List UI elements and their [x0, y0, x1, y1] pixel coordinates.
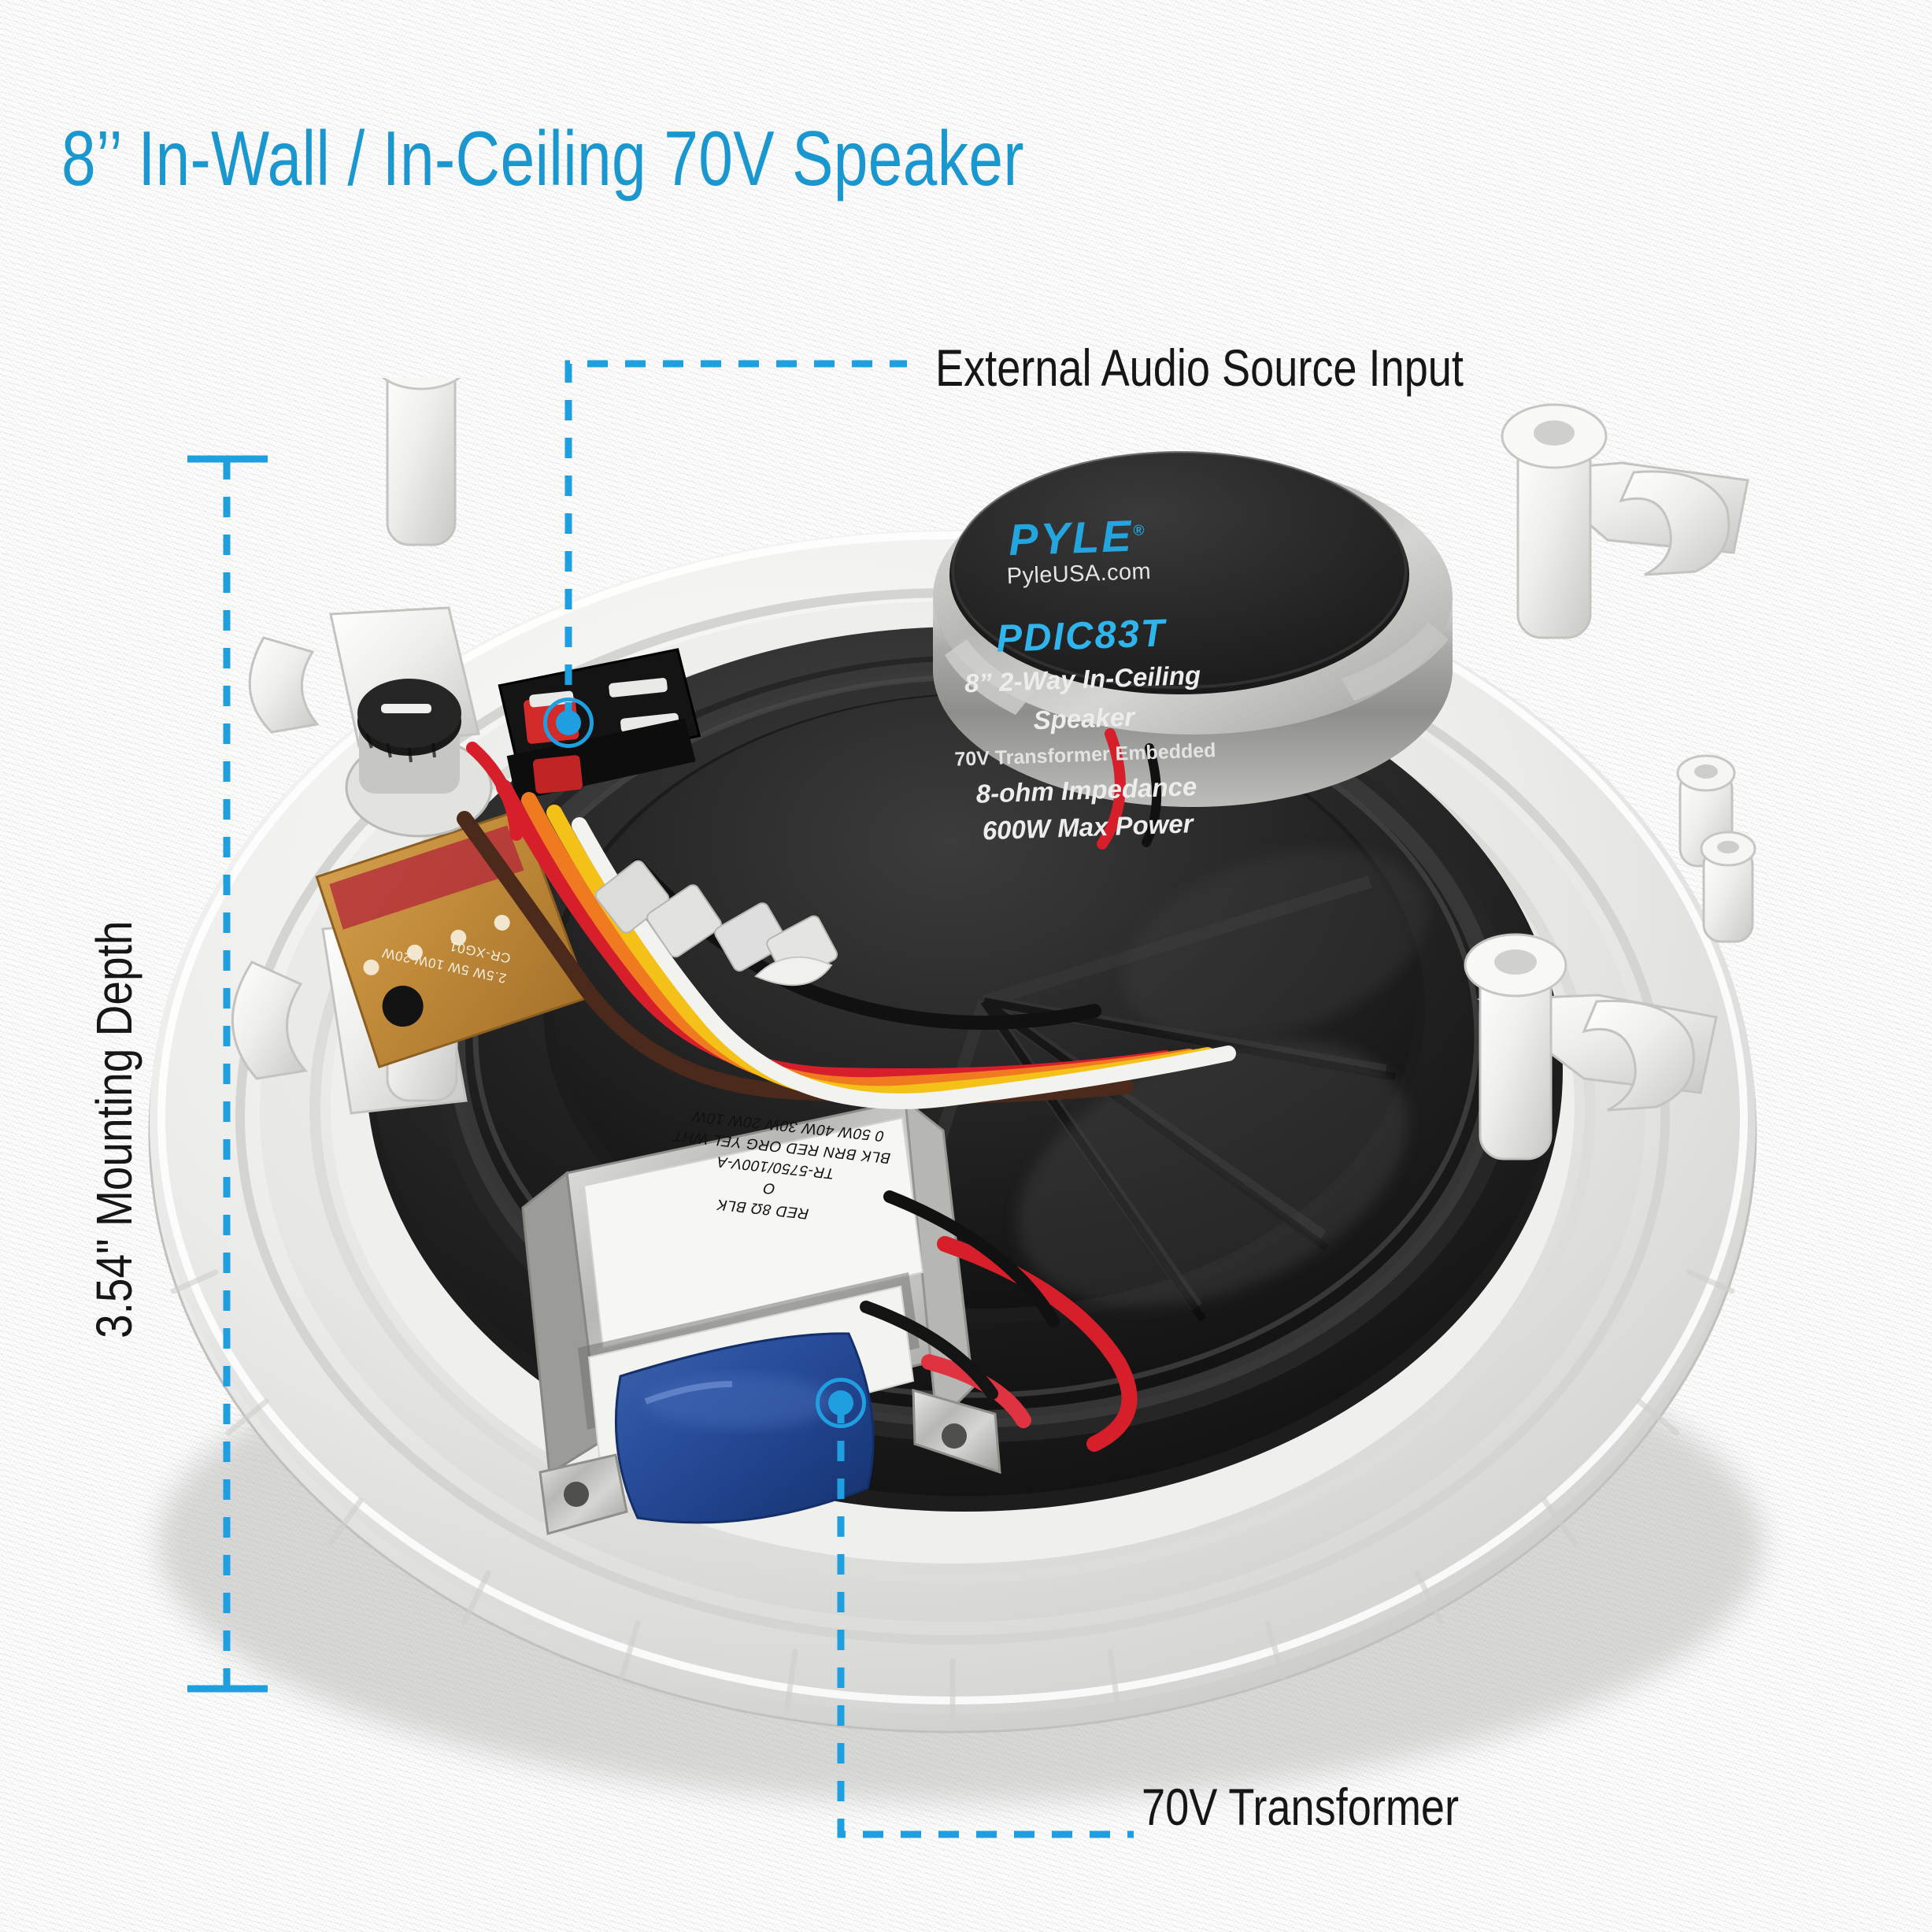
mounting-clamp-top-right	[1501, 403, 1749, 639]
speaker-magnet	[933, 451, 1453, 807]
callout-label-external-audio-source-input: External Audio Source Input	[935, 339, 1464, 397]
woofer-assembly	[366, 627, 1563, 1512]
volume-knob	[345, 679, 493, 838]
crossover-board	[315, 809, 590, 1069]
transformer-spec-label: RED 8Ω BLK O TR-5750/100V-A BLK BRN RED …	[620, 1046, 946, 1233]
mounting-posts-right	[1676, 754, 1756, 943]
mounting-clamp-bottom-right	[1464, 933, 1718, 1160]
dimension-label-mounting-depth: 3.54" Mounting Depth	[86, 920, 142, 1338]
callout-label-70v-transformer: 70V Transformer	[1142, 1778, 1460, 1836]
transformer-70v	[521, 1097, 1001, 1535]
callout-dot-external-audio[interactable]	[543, 698, 594, 748]
zip-tie	[754, 956, 833, 986]
product-image-ceiling-speaker	[94, 378, 1842, 1827]
magnet-product-label: PYLE® PyleUSA.com PDIC83T 8” 2-Way In-Ce…	[904, 509, 1261, 846]
magnet-label-line1: 8” 2-Way In-Ceiling	[964, 660, 1201, 698]
model-number: PDIC83T	[995, 612, 1167, 661]
callout-dot-transformer[interactable]	[816, 1378, 866, 1428]
magnet-label-line2: Speaker	[1032, 701, 1135, 735]
magnet-label-line3: 70V Transformer Embedded	[953, 739, 1216, 771]
magnet-label-line4: 8-ohm Impedance	[975, 771, 1197, 809]
page-title: 8’’ In-Wall / In-Ceiling 70V Speaker	[61, 115, 1024, 202]
